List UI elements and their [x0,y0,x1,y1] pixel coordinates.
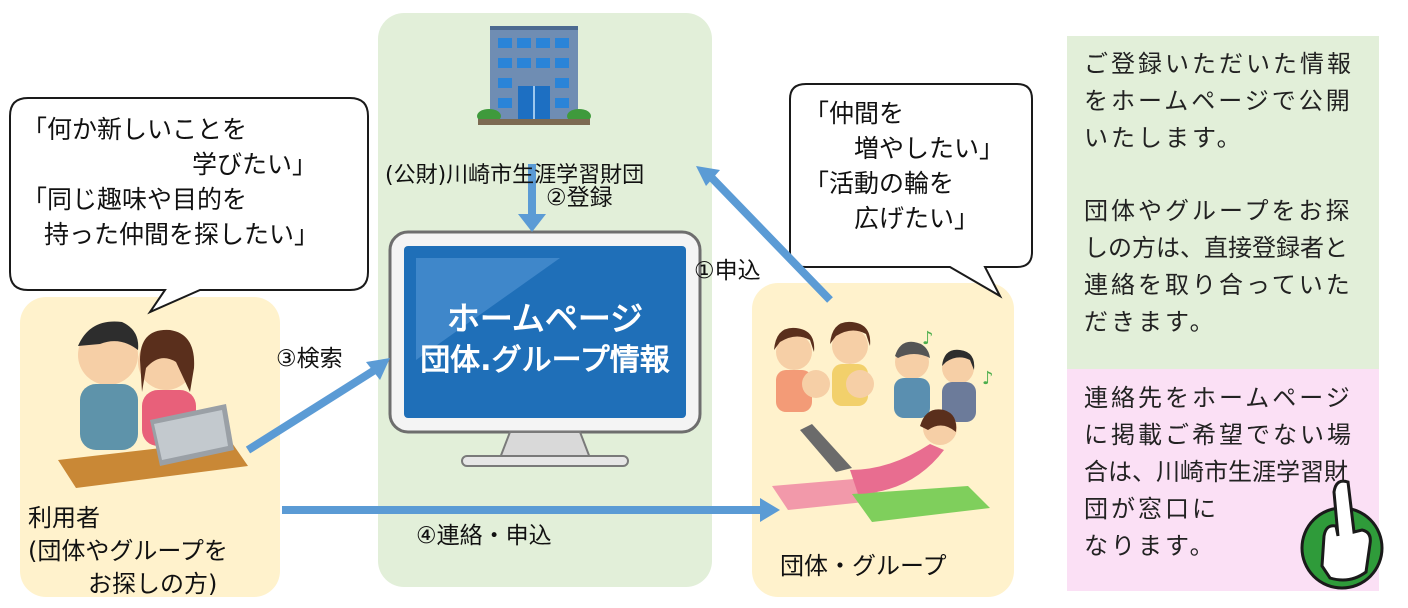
info-pink-line2: に掲載ご希望でない場 [1084,421,1354,449]
info-green-p2-line3: 連絡を取り合っていた [1084,271,1353,299]
svg-text:♪: ♪ [982,368,994,389]
bubble-user-text: 「何か新しいことを 学びたい」 「同じ趣味や目的を 持った仲間を探したい」 [22,112,319,252]
screen-title: ホームページ 団体.グループ情報 [404,298,686,382]
arrow-search [245,358,390,454]
group-label: 団体・グループ [780,552,947,580]
bubble-group-text: 「仲間を 増やしたい」 「活動の輪を 広げたい」 [804,96,1004,236]
bubble-group-line3: 「活動の輪を [804,169,955,198]
bubble-user-line3: 「同じ趣味や目的を [22,185,248,214]
info-green-p1-line2: をホームページで公開 [1084,87,1353,115]
step-contact-label: ④連絡・申込 [416,523,552,549]
info-green-p1-line3: いたします。 [1084,124,1244,152]
foundation-label: (公財)川崎市生涯学習財団 [385,163,645,188]
group-activity-icon: ♪ ♪ [772,321,994,522]
bubble-group-line4: 広げたい」 [854,204,980,233]
info-green-p2-line1: 団体やグループをお探 [1084,197,1353,225]
speech-bubble-user [9,97,369,315]
speech-bubble-group [789,83,1033,299]
user-label-line3: お探しの方) [88,570,218,598]
info-pink-text: 連絡先をホームページ に掲載ご希望でない場 合は、川崎市生涯学習財 団が窓口に … [1084,380,1354,565]
info-green-p2-line2: しの方は、直接登録者と [1084,234,1348,262]
info-pink-line3: 合は、川崎市生涯学習財 [1084,458,1348,486]
user-label-line1: 利用者 [28,504,100,532]
bubble-group-line2: 増やしたい」 [854,134,1005,163]
screen-title-line1: ホームページ [446,299,644,338]
monitor-icon [388,230,702,467]
bubble-user-line1: 「何か新しいことを [22,115,248,144]
bubble-group-line1: 「仲間を [804,99,905,128]
bubble-user-line2: 学びたい」 [192,150,318,179]
info-green-p2-line4: だきます。 [1084,308,1217,336]
info-pink-line5: なります。 [1084,532,1217,560]
office-building-icon [477,26,591,125]
user-label-line2: (団体やグループを [28,537,228,565]
pointing-hand-icon [1300,479,1384,590]
step-search-label: ③検索 [276,346,343,372]
info-box-green [1067,36,1379,382]
info-green-p1-line1: ご登録いただいた情報 [1084,50,1354,78]
bubble-user-line4: 持った仲間を探したい」 [44,220,320,249]
svg-text:♪: ♪ [922,328,934,349]
arrow-contact [282,498,780,522]
people-at-laptop-icon [58,321,248,488]
arrow-apply [696,166,833,303]
screen-title-line2: 団体.グループ情報 [420,343,670,378]
info-pink-line1: 連絡先をホームページ [1084,384,1353,412]
info-green-text: ご登録いただいた情報 をホームページで公開 いたします。 団体やグループをお探 … [1084,46,1354,341]
step-register-label: ②登録 [546,185,613,211]
info-pink-line4: 団が窓口に [1084,495,1219,523]
step-apply-label: ①申込 [694,258,761,284]
arrow-register [518,164,546,232]
user-label: 利用者 (団体やグループを お探しの方) [28,502,228,601]
